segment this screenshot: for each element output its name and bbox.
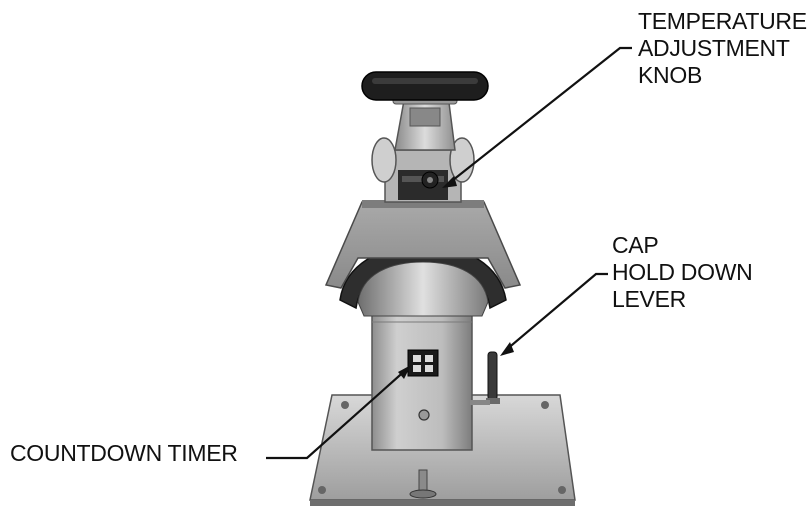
cap-lever-arrowhead [500, 342, 514, 356]
callout-arrowheads [398, 176, 514, 379]
cap-label-line-2: HOLD DOWN [612, 259, 753, 285]
cap-hold-down-lever-label: CAP HOLD DOWN LEVER [612, 232, 753, 313]
temperature-knob-leader [447, 46, 632, 185]
countdown-timer-label: COUNTDOWN TIMER [10, 440, 238, 467]
temperature-adjustment-knob [421, 171, 439, 189]
temperature-adjustment-knob-label: TEMPERATURE ADJUSTMENT KNOB [638, 8, 807, 89]
callout-lines [266, 46, 632, 460]
cap-hold-down-lever [470, 351, 500, 405]
timer-arrowhead [398, 365, 411, 379]
cap-label-line-3: LEVER [612, 286, 686, 312]
column-housing [371, 309, 473, 451]
base-knob [409, 469, 437, 499]
timer-label-text: COUNTDOWN TIMER [10, 440, 238, 466]
cap-lever-leader [505, 272, 608, 351]
countdown-timer [407, 349, 439, 377]
upper-heat-platen [324, 200, 522, 289]
lower-curved-platen [339, 244, 507, 317]
temperature-knob-arrowhead [442, 176, 457, 188]
temperature-label-line-2: ADJUSTMENT [638, 35, 790, 61]
temperature-label-line-1: TEMPERATURE [638, 8, 807, 34]
press-arm [371, 89, 475, 203]
timer-leader [266, 367, 409, 460]
press-handle [361, 71, 489, 101]
temperature-label-line-3: KNOB [638, 62, 702, 88]
cap-label-line-1: CAP [612, 232, 659, 258]
